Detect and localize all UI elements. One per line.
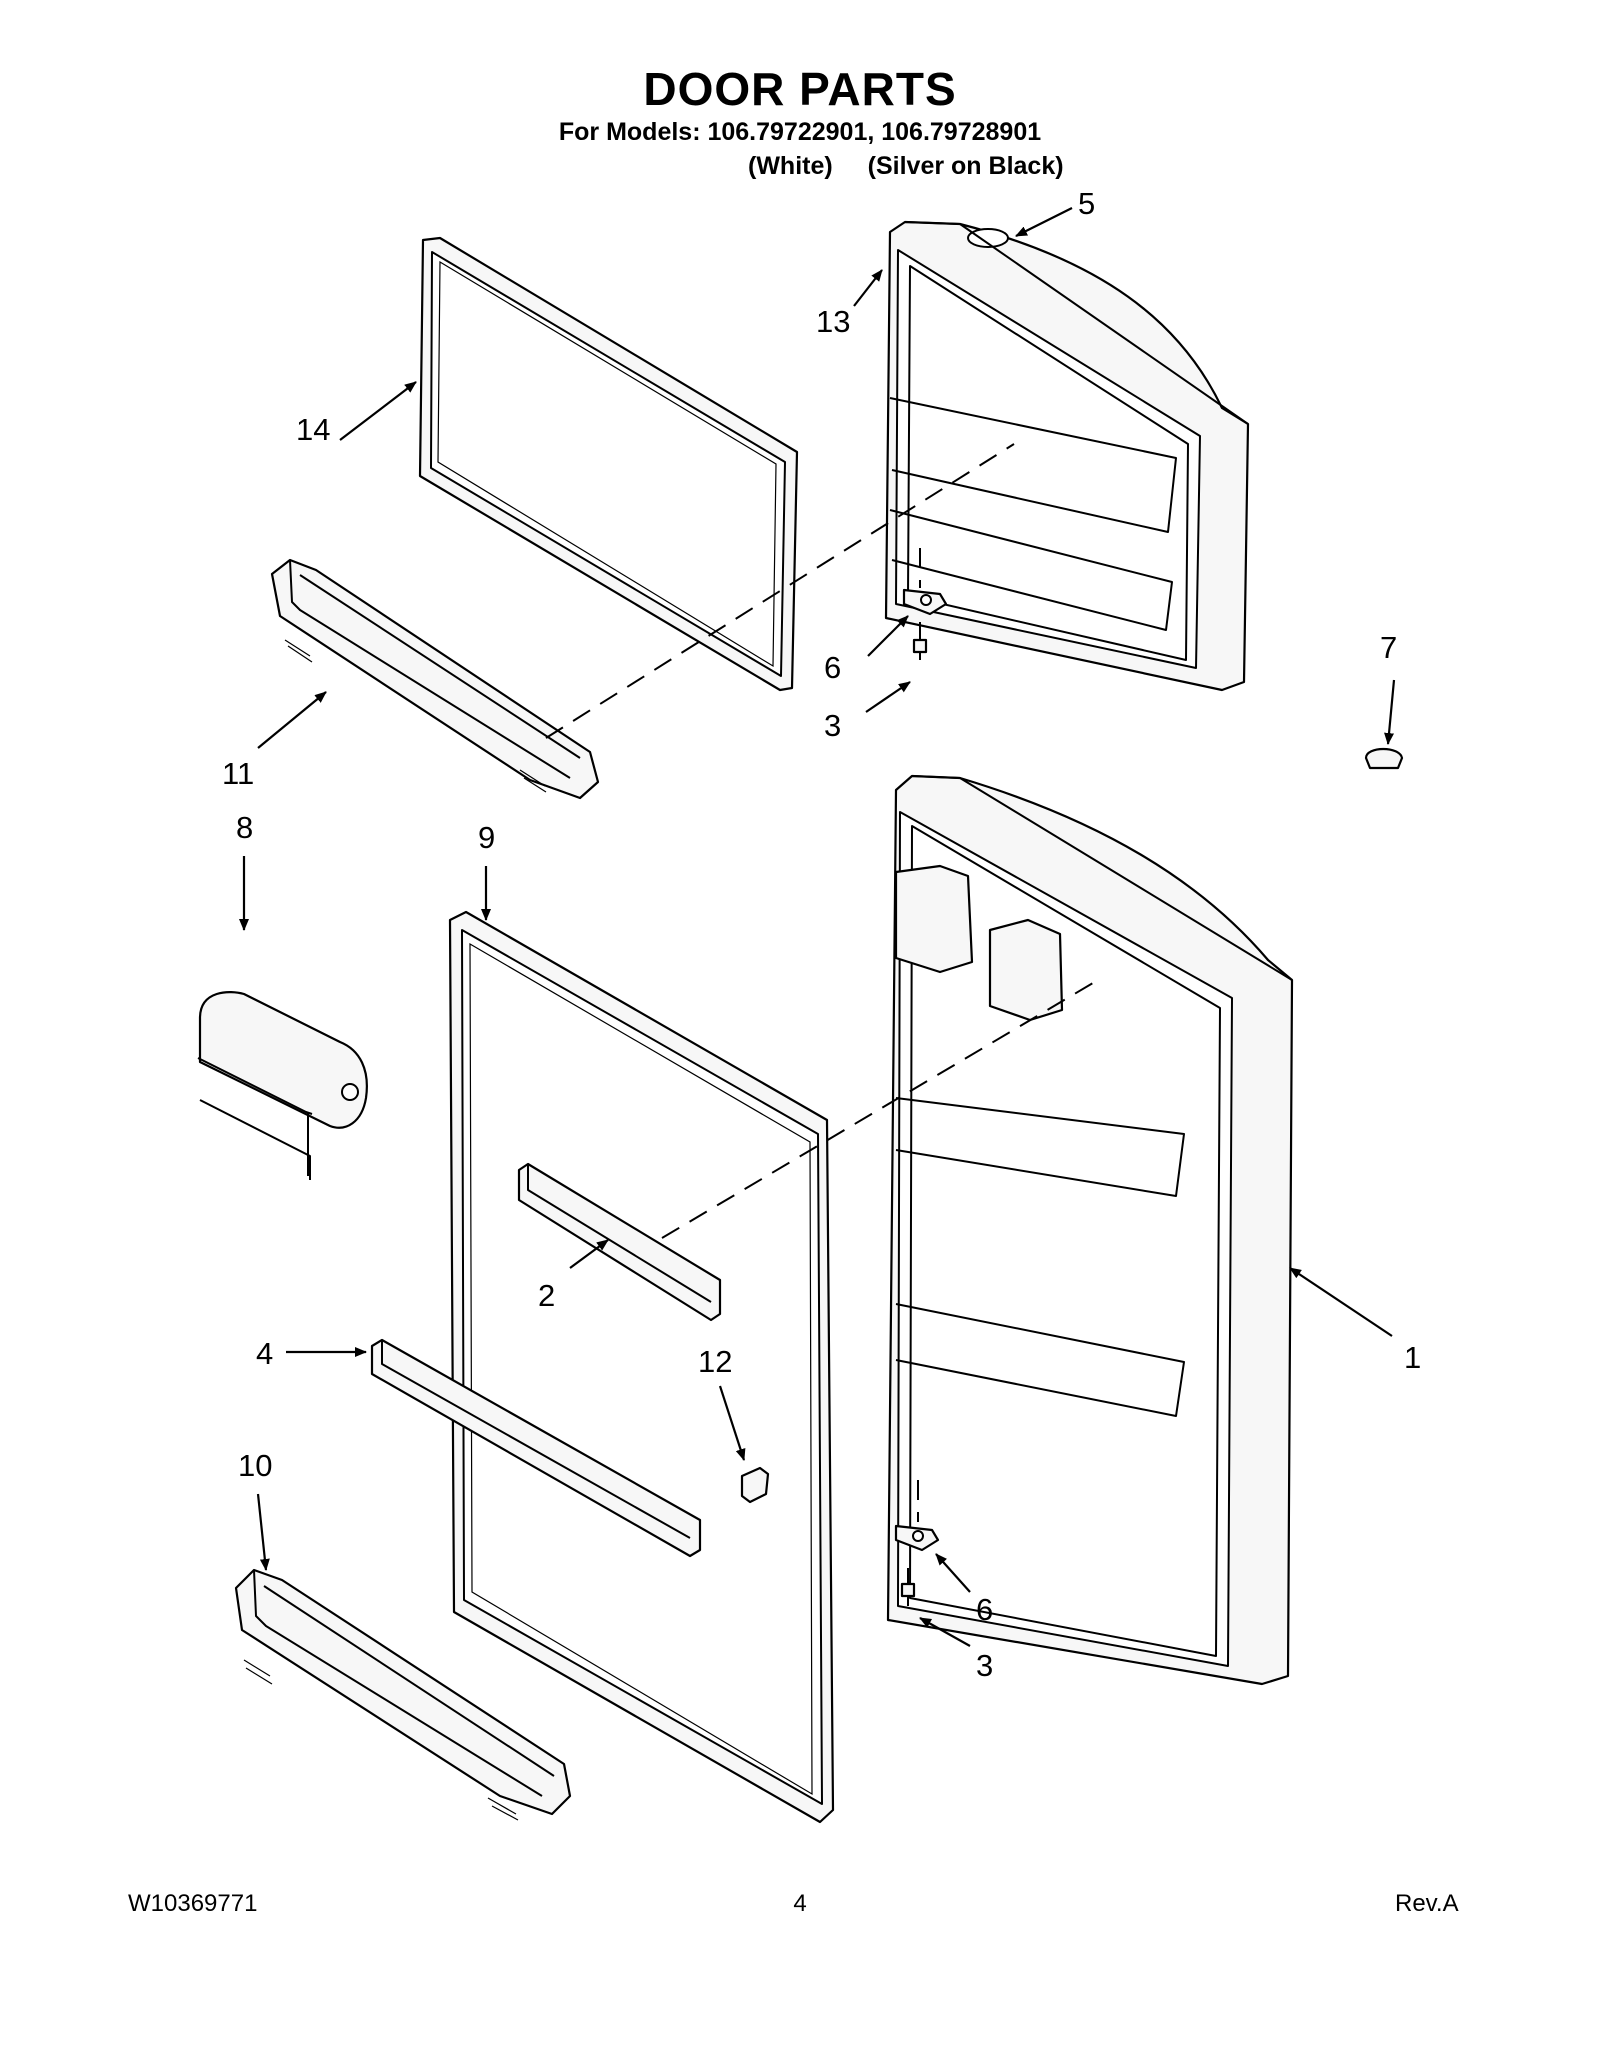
gasket-strip-lower [370, 1338, 702, 1558]
variant-white: (White) [748, 152, 833, 180]
callout-3-upper: 3 [824, 708, 841, 743]
callout-12: 12 [698, 1344, 732, 1379]
callout-10: 10 [238, 1448, 272, 1483]
page-title: DOOR PARTS [643, 63, 957, 115]
fresh-food-door-gasket [448, 910, 835, 1824]
fresh-food-shelf-bar [234, 1568, 572, 1821]
leader-arrows [239, 207, 1396, 1647]
callout-14: 14 [296, 412, 330, 447]
fresh-food-door [886, 774, 1294, 1686]
models-line: For Models: 106.79722901, 106.79728901 [558, 118, 1042, 146]
callout-4: 4 [256, 1336, 273, 1371]
plug [1364, 747, 1404, 770]
model-variants: (White) (Silver on Black) [748, 152, 1064, 181]
dairy-door [197, 991, 368, 1180]
callout-numbers: 5 13 14 6 3 7 11 8 9 2 1 4 12 10 6 3 [222, 186, 1421, 1683]
assembly-lines [545, 443, 1099, 1522]
callout-11: 11 [222, 756, 254, 791]
callout-9: 9 [478, 820, 495, 855]
page-number: 4 [793, 1890, 807, 1917]
callout-2: 2 [538, 1278, 555, 1313]
callout-8: 8 [236, 810, 253, 845]
revision: Rev.A [1395, 1890, 1459, 1917]
freezer-shelf-bar [270, 558, 600, 800]
callout-13: 13 [816, 304, 850, 339]
clip [740, 1466, 770, 1504]
callout-7: 7 [1380, 630, 1397, 665]
callout-3-lower: 3 [976, 1648, 993, 1683]
callout-6-lower: 6 [976, 1592, 993, 1627]
callout-1: 1 [1404, 1340, 1421, 1375]
callout-5: 5 [1078, 186, 1095, 221]
hinge-lower [894, 1524, 940, 1606]
gasket-strip-upper [517, 1162, 722, 1322]
callout-6-upper: 6 [824, 650, 841, 685]
hinge-upper [902, 588, 948, 660]
freezer-door [884, 220, 1250, 692]
variant-silver-on-black: (Silver on Black) [867, 152, 1064, 180]
document-number: W10369771 [128, 1890, 258, 1917]
freezer-door-gasket [418, 236, 799, 692]
